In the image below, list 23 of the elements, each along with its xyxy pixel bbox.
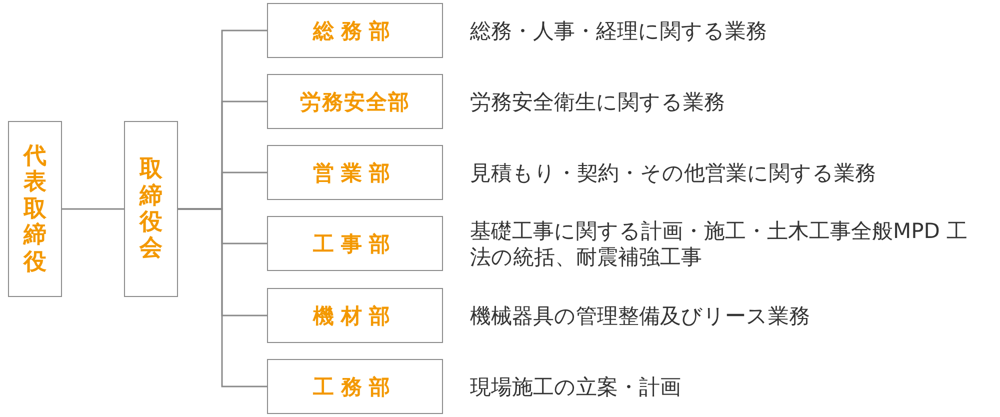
duty-description: 現場施工の立案・計画 [470,373,682,400]
org-box [267,216,443,271]
duty-description: 労務安全衛生に関する業務 [470,88,726,115]
org-box [267,359,443,414]
box-title: 総務部 [313,18,397,44]
duty-description: 総務・人事・経理に関する業務 [470,17,768,44]
org-box [267,288,443,343]
org-box [124,121,178,297]
box-title: 工事部 [313,230,397,258]
box-title: 営業部 [313,160,397,186]
box-title: 労務安全部 [300,88,410,116]
box-title: 代表取締役 [24,142,46,276]
connector-line [62,208,124,210]
duty-description: 機械器具の管理整備及びリース業務 [470,302,811,329]
box-title: 工務部 [313,374,397,400]
org-box [8,121,62,297]
box-title: 取締役会 [140,156,162,262]
org-box [267,145,443,200]
org-box [267,3,443,58]
duty-description: 基礎工事に関する計画・施工・土木工事全般MPD 工法の統括、耐震補強工事 [470,217,969,270]
box-title: 機材部 [313,302,397,330]
duty-description: 見積もり・契約・その他営業に関する業務 [470,159,877,186]
org-box [267,74,443,129]
